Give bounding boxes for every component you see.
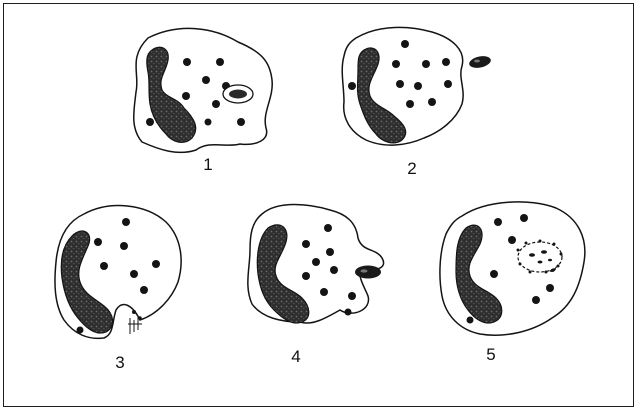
engulfing-bacterium bbox=[355, 266, 381, 279]
stage-label-2: 2 bbox=[407, 160, 416, 177]
cell-stage-5 bbox=[440, 202, 585, 335]
stage-label-3: 3 bbox=[115, 354, 124, 371]
cell-stage-1 bbox=[134, 28, 273, 152]
stage-label-5: 5 bbox=[486, 346, 495, 363]
stage-label-4: 4 bbox=[291, 348, 300, 365]
cell-stage-4 bbox=[248, 205, 384, 324]
stage-label-1: 1 bbox=[203, 156, 212, 173]
cell-stage-3 bbox=[55, 206, 181, 339]
cell-stage-2 bbox=[342, 27, 492, 145]
approaching-bacterium bbox=[468, 54, 492, 69]
ingested-bacterium bbox=[223, 85, 253, 103]
